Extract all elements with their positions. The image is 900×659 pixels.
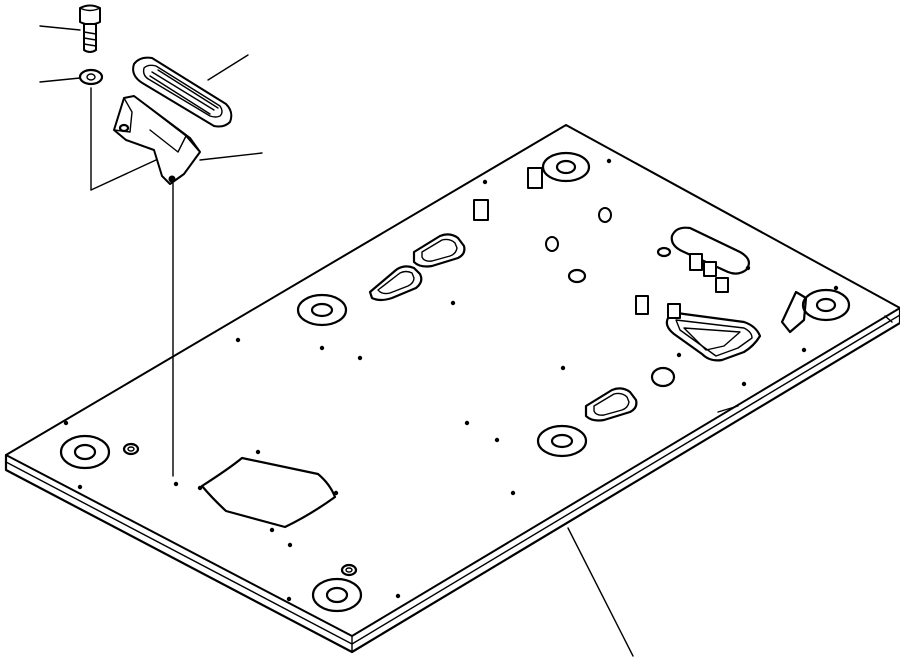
assembly-lines	[90, 87, 174, 477]
opening-lower	[584, 387, 638, 422]
mount-boss-right	[801, 288, 851, 322]
opening-upper	[412, 233, 466, 268]
mount-boss-center	[536, 424, 588, 458]
mount-boss-mid-left	[296, 293, 348, 327]
bolt-icon	[79, 4, 101, 53]
floor-plate-icon	[4, 124, 900, 654]
leader-lines	[39, 25, 634, 657]
washer-icon	[78, 68, 104, 86]
mount-boss-front-left	[59, 434, 111, 470]
opening-left	[368, 265, 423, 302]
mount-boss-rear	[541, 151, 591, 183]
handle-bracket-icon	[113, 95, 201, 185]
pedal-opening	[665, 312, 762, 362]
grip-mat-icon	[132, 56, 233, 128]
connector-slot	[670, 226, 750, 293]
mount-boss-front-right	[311, 577, 363, 613]
